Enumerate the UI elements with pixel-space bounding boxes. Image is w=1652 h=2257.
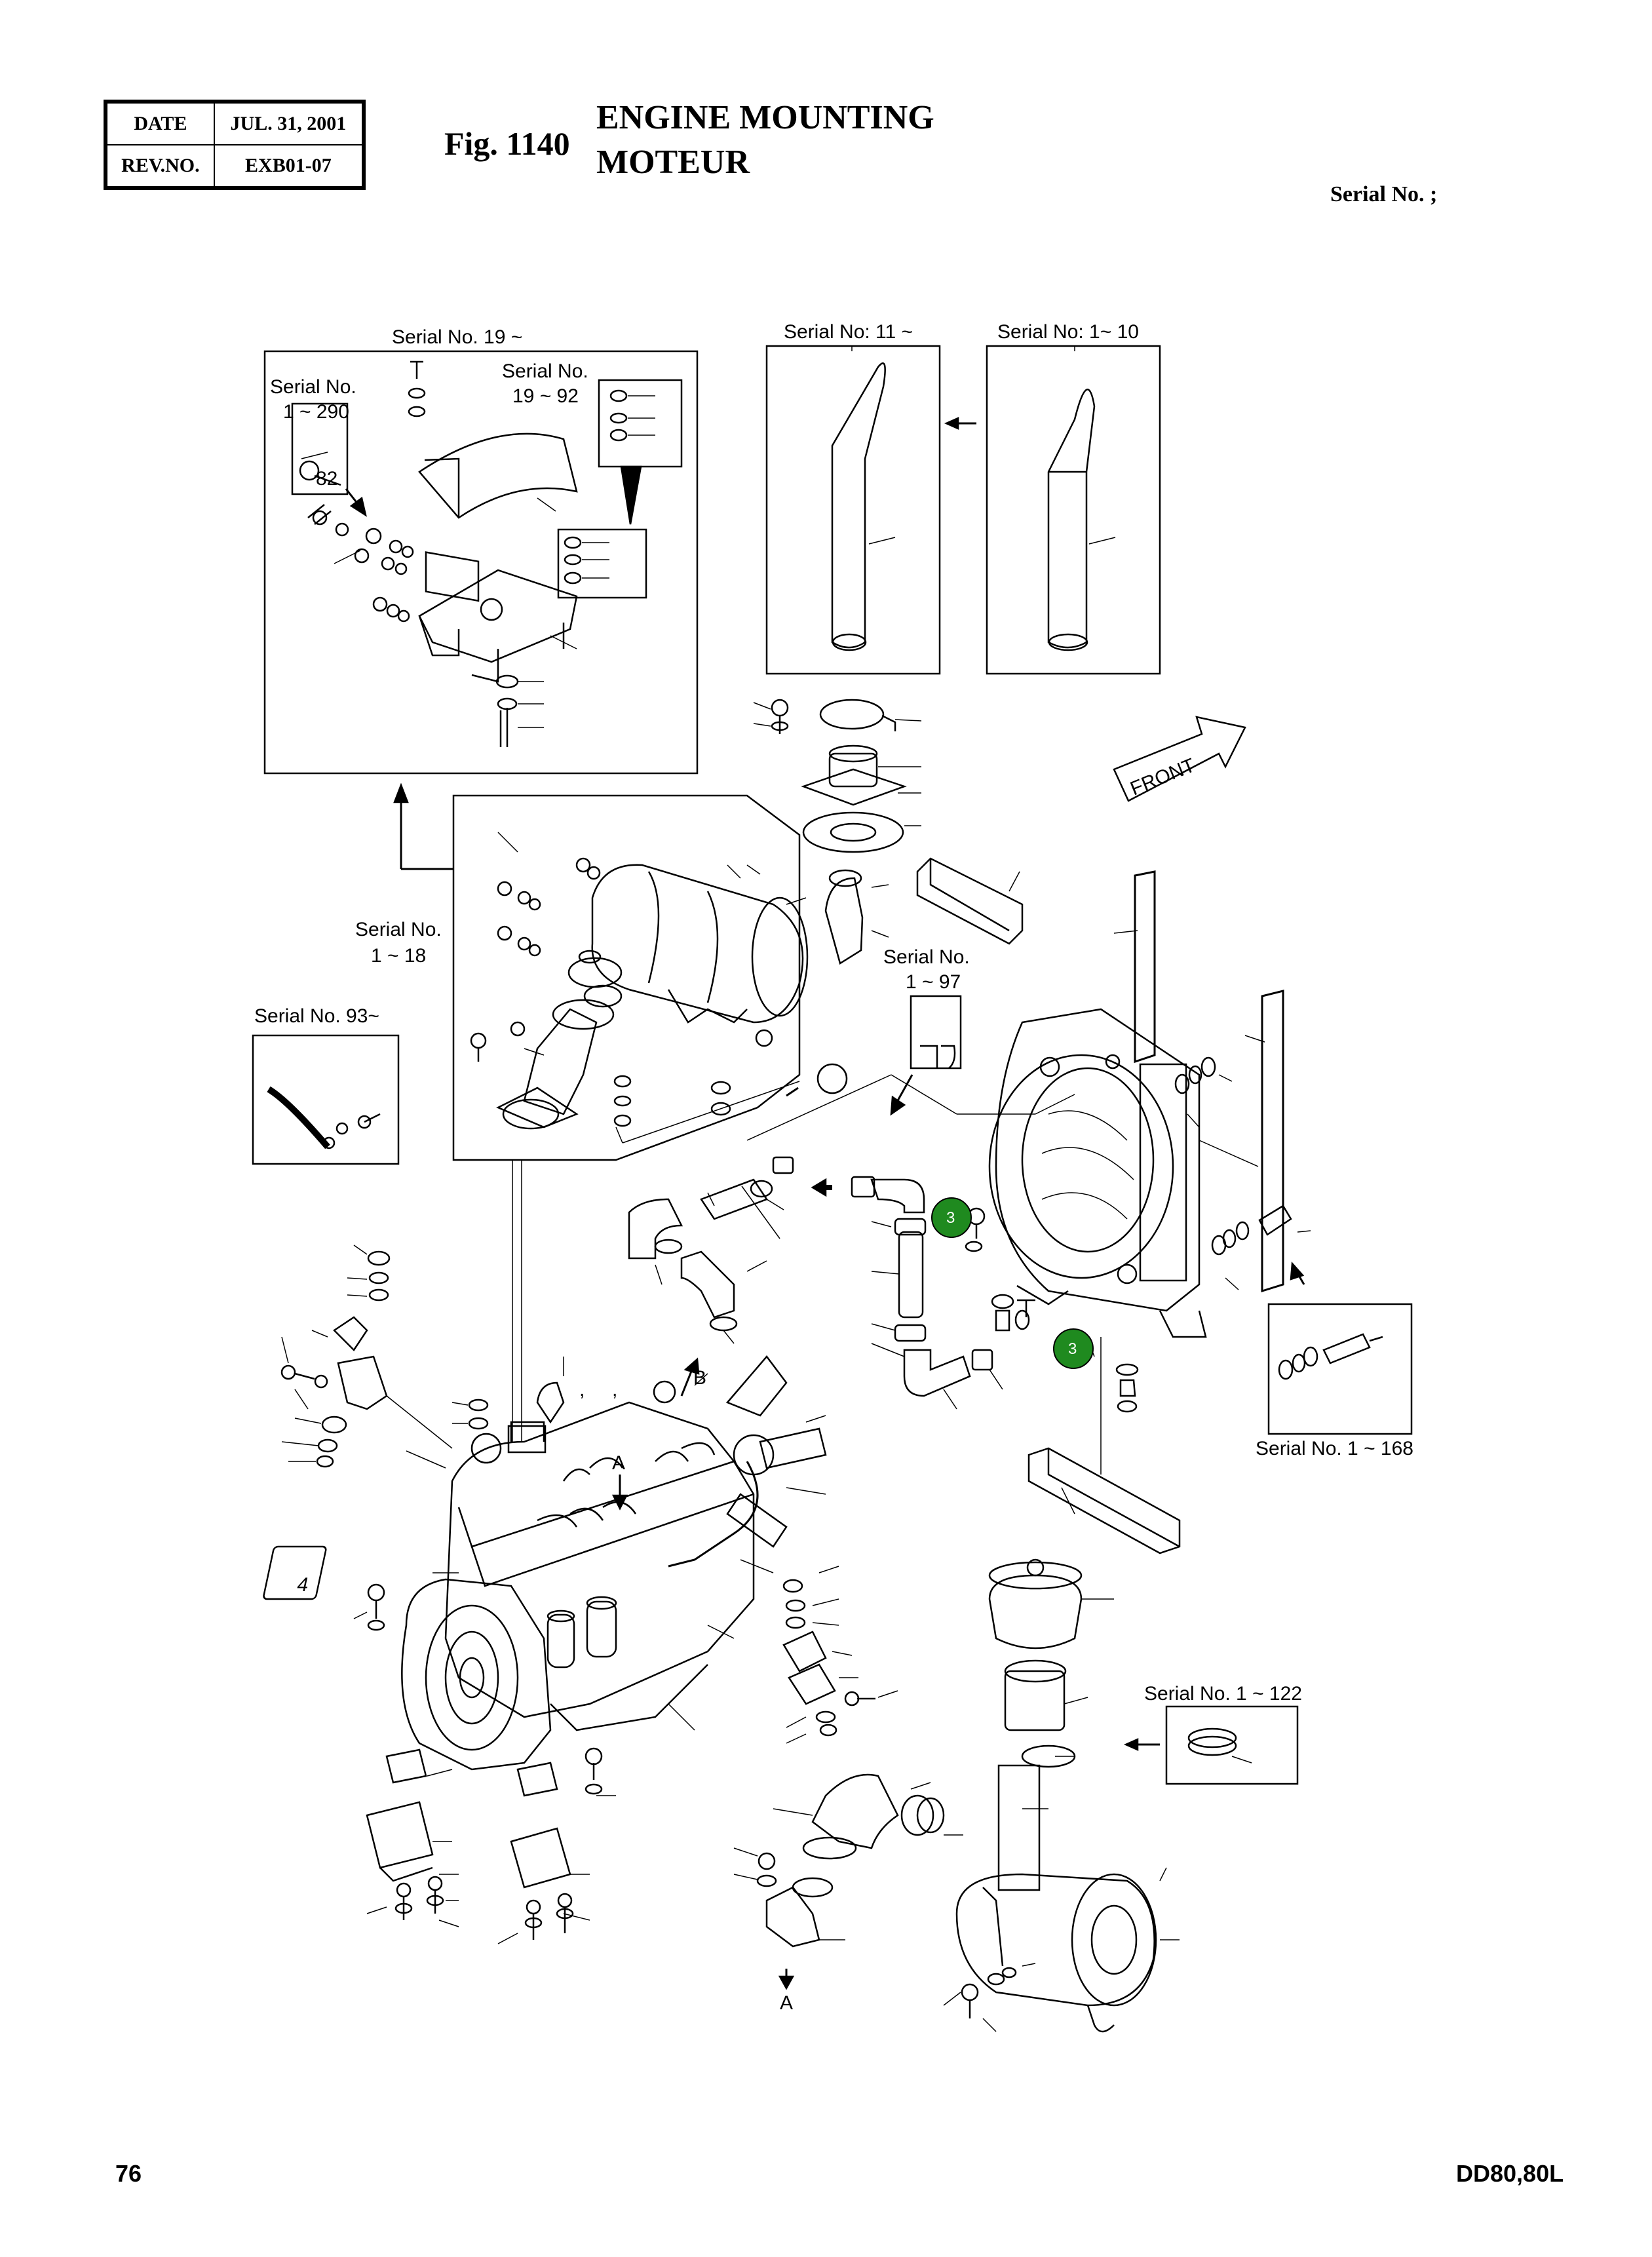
engine-block: 4 [263,1355,827,1771]
revision-table: DATE JUL. 31, 2001 REV.NO. EXB01-07 [104,100,366,190]
engine-cylinder-mark: 4 [295,1574,311,1596]
label-serial-19-92-b: 19 ~ 92 [512,385,579,407]
inset-serial-1-97 [890,995,962,1116]
label-serial-1-290-b: 1 ~ 290 [283,401,349,423]
label-serial-1-18-a: Serial No. [355,919,442,940]
callout-marker-1-text: 3 [946,1209,955,1227]
date-value: JUL. 31, 2001 [213,102,364,145]
label-serial-1-97-a: Serial No. [883,946,970,968]
serial-number-header: Serial No. ; [1330,182,1438,206]
inset-bracket-serial-19 [263,350,699,775]
label-comma-1: , [579,1379,585,1400]
engine-mount-parts-right [782,1566,898,1744]
bolt-group-inset [299,360,628,747]
engine-mount-parts-bottom [353,1583,616,1944]
label-serial-1-290-a: Serial No. [270,376,356,398]
date-label: DATE [106,102,215,145]
label-serial-19-92-a: Serial No. [502,360,588,382]
callout-marker-2-text: 3 [1068,1340,1077,1358]
figure-title-french: MOTEUR [596,144,750,181]
shroud-angle-plate [916,857,1024,945]
muffler-assembly [452,794,889,1161]
rev-value: EXB01-07 [213,144,364,187]
inset-serial-93 [252,1034,400,1165]
air-cleaner-assembly [733,1558,1299,2033]
label-marker-a-engine: A [612,1452,625,1474]
figure-title-english: ENGINE MOUNTING [596,99,934,136]
label-serial-1-18-b: 1 ~ 18 [371,945,426,967]
figure-number: Fig. 1140 [444,125,570,162]
label-callout-82: 82 [316,468,337,490]
label-marker-a-bottom: A [780,1992,793,2014]
radiator-support-bar [1028,1447,1181,1554]
label-serial-1-10: Serial No: 1~ 10 [997,321,1139,343]
label-serial-1-122: Serial No. 1 ~ 122 [1144,1683,1302,1705]
label-comma-2: , [612,1379,617,1400]
clamp-and-flange-stack [753,699,922,853]
engine-mount-parts-left [280,1244,489,1468]
label-serial-1-97-b: 1 ~ 97 [906,971,961,993]
callout-marker-1[interactable]: 3 [931,1197,972,1238]
label-serial-93: Serial No. 93~ [254,1005,379,1027]
label-serial-1-168: Serial No. 1 ~ 168 [1256,1438,1413,1459]
rev-label: REV.NO. [106,144,215,187]
callout-marker-2[interactable]: 3 [1053,1328,1094,1369]
front-direction-arrow: FRONT [1113,716,1246,802]
inset-serial-1-168 [1267,1261,1413,1435]
leader-lines [512,1074,1259,1475]
exhaust-pipe-insets [765,345,1161,675]
radiator-assembly [988,870,1311,1338]
model-code: DD80,80L [1456,2160,1564,2187]
page-number: 76 [115,2160,142,2187]
label-serial-11: Serial No: 11 ~ [784,321,913,343]
label-marker-b: B [693,1367,706,1389]
label-serial-19: Serial No. 19 ~ [392,326,522,348]
hose-assembly [628,1156,1139,1413]
front-label: FRONT [1127,754,1198,800]
leader-arrow-inset [393,782,453,870]
